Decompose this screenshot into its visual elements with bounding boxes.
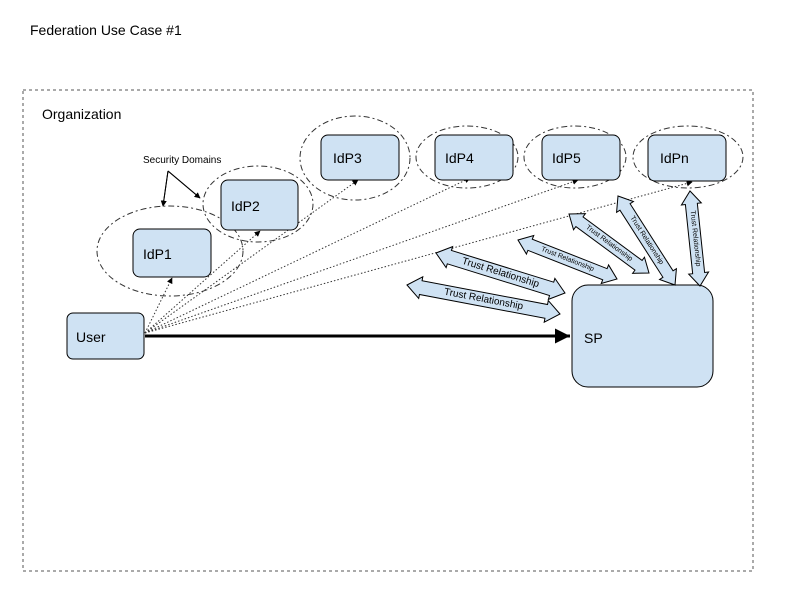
user-node <box>66 312 145 360</box>
link-user-idpn <box>144 180 693 334</box>
idp-node: IdP3 <box>320 134 400 181</box>
trust-arrow-shape <box>517 234 618 285</box>
trust-relationship-label: Trust Relationship <box>540 246 595 273</box>
idp-label: IdP2 <box>231 198 260 214</box>
trust-relationship-label: Trust Relationship <box>443 287 524 313</box>
idp-node: IdP1 <box>132 228 212 278</box>
idp-label: IdP5 <box>552 150 581 166</box>
security-domains-label: Security Domains <box>143 155 221 166</box>
trust-arrow-shape <box>568 213 650 274</box>
link-user-idp4 <box>144 177 471 334</box>
user-idp-links <box>144 177 693 334</box>
idp-node: IdP4 <box>434 134 514 181</box>
security-domain-idpn <box>632 125 744 189</box>
trust-arrow-shape <box>680 190 710 287</box>
security-domain-idp4 <box>415 125 519 189</box>
idp-node: IdP2 <box>220 179 299 231</box>
security-domain-idp3 <box>299 115 411 201</box>
organization-label: Organization <box>42 106 121 122</box>
link-user-idp1 <box>144 277 173 334</box>
idp-label: IdP1 <box>143 246 172 262</box>
trust-relationship-label: Trust Relationship <box>584 224 633 263</box>
security-domain-idp2 <box>202 165 314 243</box>
trust-arrow-shape <box>435 245 566 301</box>
page-title: Federation Use Case #1 <box>30 22 182 38</box>
security-domains-pointer <box>163 170 201 206</box>
trust-arrow-shape <box>616 195 677 286</box>
idp-label: IdP4 <box>445 150 474 166</box>
user-label: User <box>76 329 106 345</box>
idp-node: IdP5 <box>541 134 621 181</box>
link-user-idp5 <box>144 178 579 334</box>
security-domain-idp5 <box>523 125 627 189</box>
trust-relationship-arrow: Trust Relationship <box>616 195 677 286</box>
trust-relationship-label: Trust Relationship <box>461 256 541 290</box>
security-domain-idp1 <box>96 205 244 297</box>
link-user-idp2 <box>144 230 261 334</box>
sp-node <box>571 284 714 388</box>
trust-relationship-arrow: Trust Relationship <box>680 190 710 287</box>
idp-label: IdPn <box>660 150 689 166</box>
trust-arrow-shape <box>406 275 561 324</box>
idp-boxes: IdP1 IdP2 IdP3 IdP4 IdP5 IdPn <box>132 134 727 278</box>
idp-label: IdP3 <box>333 150 362 166</box>
idp-node: IdPn <box>647 134 727 182</box>
security-domains <box>96 115 744 297</box>
sp-label: SP <box>584 330 603 346</box>
